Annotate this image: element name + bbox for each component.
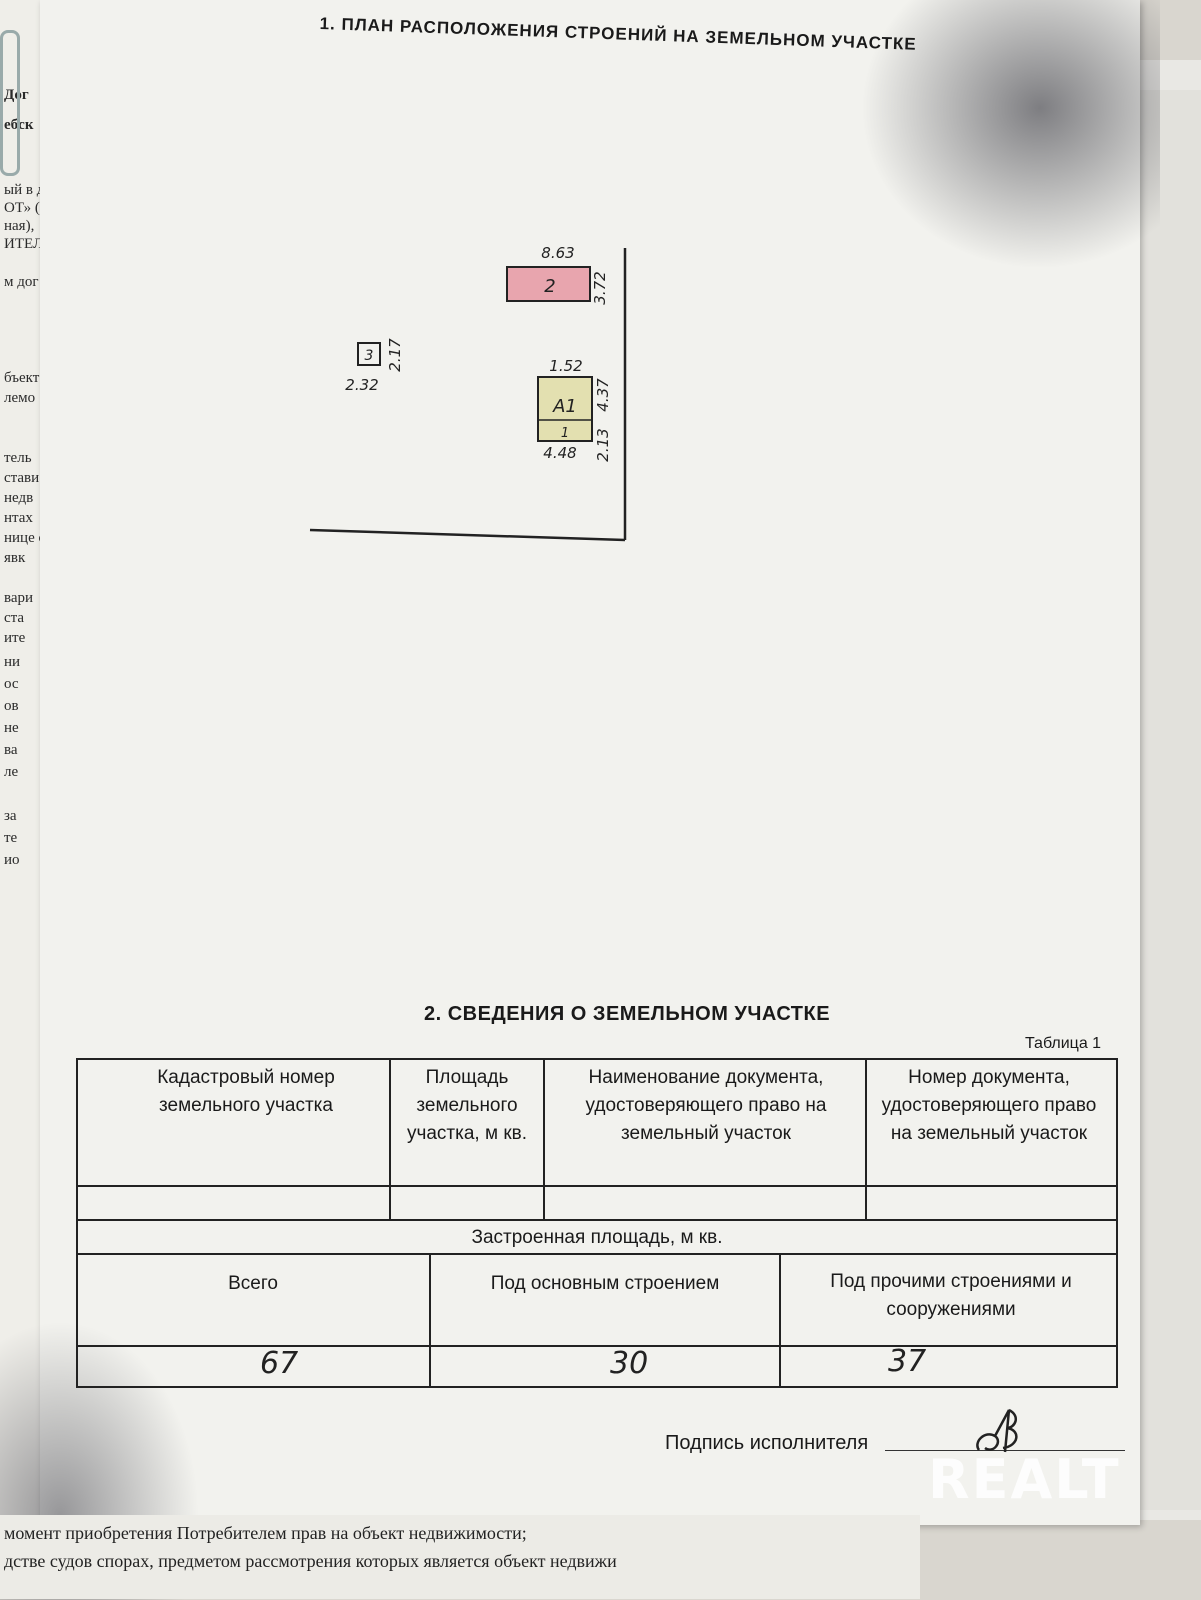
built-area-title: Застроенная площадь, м кв. [471,1227,723,1248]
fragment: не [4,720,19,736]
section1-title: 1. ПЛАН РАСПОЛОЖЕНИЯ СТРОЕНИЙ НА ЗЕМЕЛЬН… [319,14,918,54]
header-plot-area: Площадь земельного участка, м кв. [406,1067,528,1144]
fragment: те [4,830,18,846]
building-a1-label: А1 [552,396,577,417]
building-a1-width-top: 1.52 [549,357,582,375]
fragment: стави [4,470,40,486]
building-a1-height-top: 4.37 [594,378,612,412]
land-plot-table: Кадастровый номер земельного участка Пло… [76,1058,1120,1388]
signature-mark [976,1408,1018,1453]
shadow [860,0,1160,270]
building-3 [357,342,381,366]
fragment: м дог [4,274,39,290]
fragment: нтах [4,510,33,526]
realt-watermark: REALT [928,1448,1121,1511]
underlying-page-bottom: момент приобретения Потребителем прав на… [0,1515,920,1599]
fragment: бъект [4,370,40,386]
value-main-building: 30 [610,1346,649,1381]
fragment: Дог [4,87,29,103]
fragment: лемо [4,390,36,406]
fragment: ста [4,610,25,626]
fragment: ый в д [4,182,45,198]
fragment: ле [4,764,19,780]
fragment: нице с [4,530,46,546]
fragment: ни [4,654,21,670]
building-3-label: 3 [365,348,374,364]
building-1-label: 1 [561,426,569,441]
building-2-width: 8.63 [541,244,574,262]
fragment: ов [4,698,19,714]
bottom-fragment: момент приобретения Потребителем прав на… [4,1523,527,1543]
fragment: ио [4,852,20,868]
fragment: ва [4,742,18,758]
fragment: ОТ» ( [4,200,40,216]
fragment: ите [4,630,26,646]
table-label: Таблица 1 [1025,1035,1102,1052]
fragment: ная), [4,218,35,234]
building-2-height: 3.72 [591,271,609,304]
header-cadastral-number: Кадастровый номер земельного участка [157,1067,335,1116]
building-2 [506,266,591,302]
table-grid [76,1058,1118,1388]
building-a1 [537,376,593,442]
header-main-building: Под основным строением [490,1273,720,1294]
building-2-label: 2 [544,276,555,297]
section2-title: 2. СВЕДЕНИЯ О ЗЕМЕЛЬНОМ УЧАСТКЕ [424,1003,831,1025]
value-total: 67 [260,1346,299,1381]
fragment: ос [4,676,19,692]
bottom-fragment: дстве судов спорах, предметом рассмотрен… [4,1551,617,1571]
fragment: тель [4,450,32,466]
document-page: 1. ПЛАН РАСПОЛОЖЕНИЯ СТРОЕНИЙ НА ЗЕМЕЛЬН… [0,0,1160,1600]
header-total: Всего [228,1273,278,1294]
plot-boundary-bottom [309,528,626,542]
fragment: вари [4,590,34,606]
fragment: явк [4,550,26,566]
fragment: ИТЕЛ [4,236,44,252]
building-3-width: 2.32 [345,376,378,394]
fragment: за [4,808,17,824]
header-document-number: Номер документа, удостоверяющего право н… [881,1067,1097,1144]
building-a1-height-bottom: 2.13 [594,428,612,461]
header-other-buildings: Под прочими строениями и сооружениями [830,1271,1072,1320]
fragment: недв [4,490,34,506]
building-3-height: 2.17 [386,338,404,372]
value-other-buildings: 37 [888,1344,927,1379]
paper-clip [0,30,20,176]
header-document-name: Наименование документа, удостоверяющего … [585,1067,827,1144]
building-a1-width-bottom: 4.48 [543,444,576,462]
site-plan: 2 8.63 3.72 3 2.32 2.17 А1 1 1.52 4.48 4… [309,244,627,542]
signature-label: Подпись исполнителя [665,1432,869,1454]
